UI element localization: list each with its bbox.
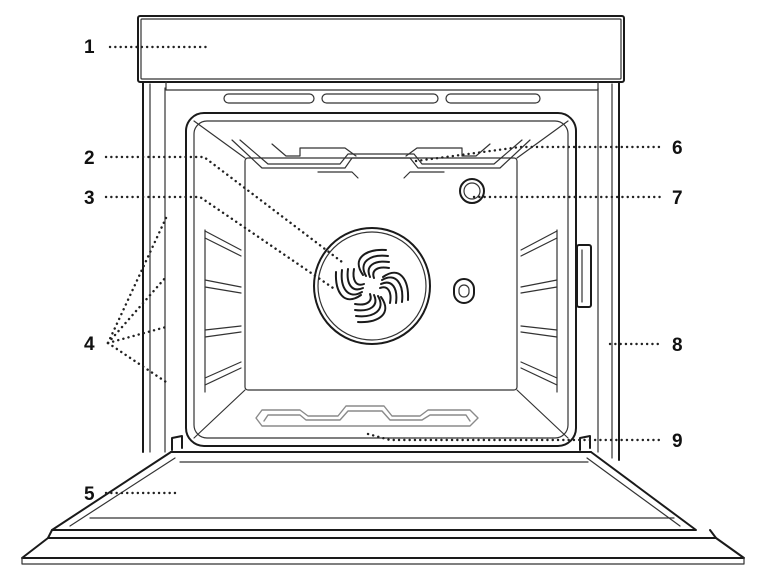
callout-7: 7 <box>672 188 683 209</box>
callout-2: 2 <box>84 148 95 169</box>
probe-socket <box>453 278 475 304</box>
leader-4a <box>106 216 168 345</box>
leader-3 <box>104 195 338 292</box>
leader-4b <box>106 275 168 345</box>
control-panel <box>137 15 625 91</box>
callout-labels: 1 2 3 4 5 6 7 8 9 <box>84 37 683 505</box>
callout-4: 4 <box>84 334 95 355</box>
bottom-heating-element <box>255 405 479 427</box>
top-heating-element <box>231 139 531 179</box>
leader-4c <box>106 325 168 345</box>
door-hinge-brackets <box>171 435 591 451</box>
leader-4d <box>106 341 168 384</box>
callout-6: 6 <box>672 138 683 159</box>
callout-3: 3 <box>84 188 95 209</box>
door-hinge <box>576 244 592 308</box>
right-shelf-runners <box>520 229 558 393</box>
oven-cavity <box>185 112 577 447</box>
oven-door <box>21 451 745 565</box>
oven-lamp <box>459 178 485 204</box>
leader-9 <box>366 432 664 442</box>
oven-front-frame <box>142 81 620 461</box>
top-vents <box>223 93 541 104</box>
callout-5: 5 <box>84 484 95 505</box>
leader-lines <box>104 45 664 495</box>
leader-6 <box>414 145 664 163</box>
callout-9: 9 <box>672 431 683 452</box>
leader-2 <box>104 155 344 264</box>
circular-heating-element <box>313 227 431 345</box>
callout-8: 8 <box>672 335 683 356</box>
callout-1: 1 <box>84 37 95 58</box>
fan <box>334 248 410 324</box>
left-shelf-runners <box>204 229 242 393</box>
